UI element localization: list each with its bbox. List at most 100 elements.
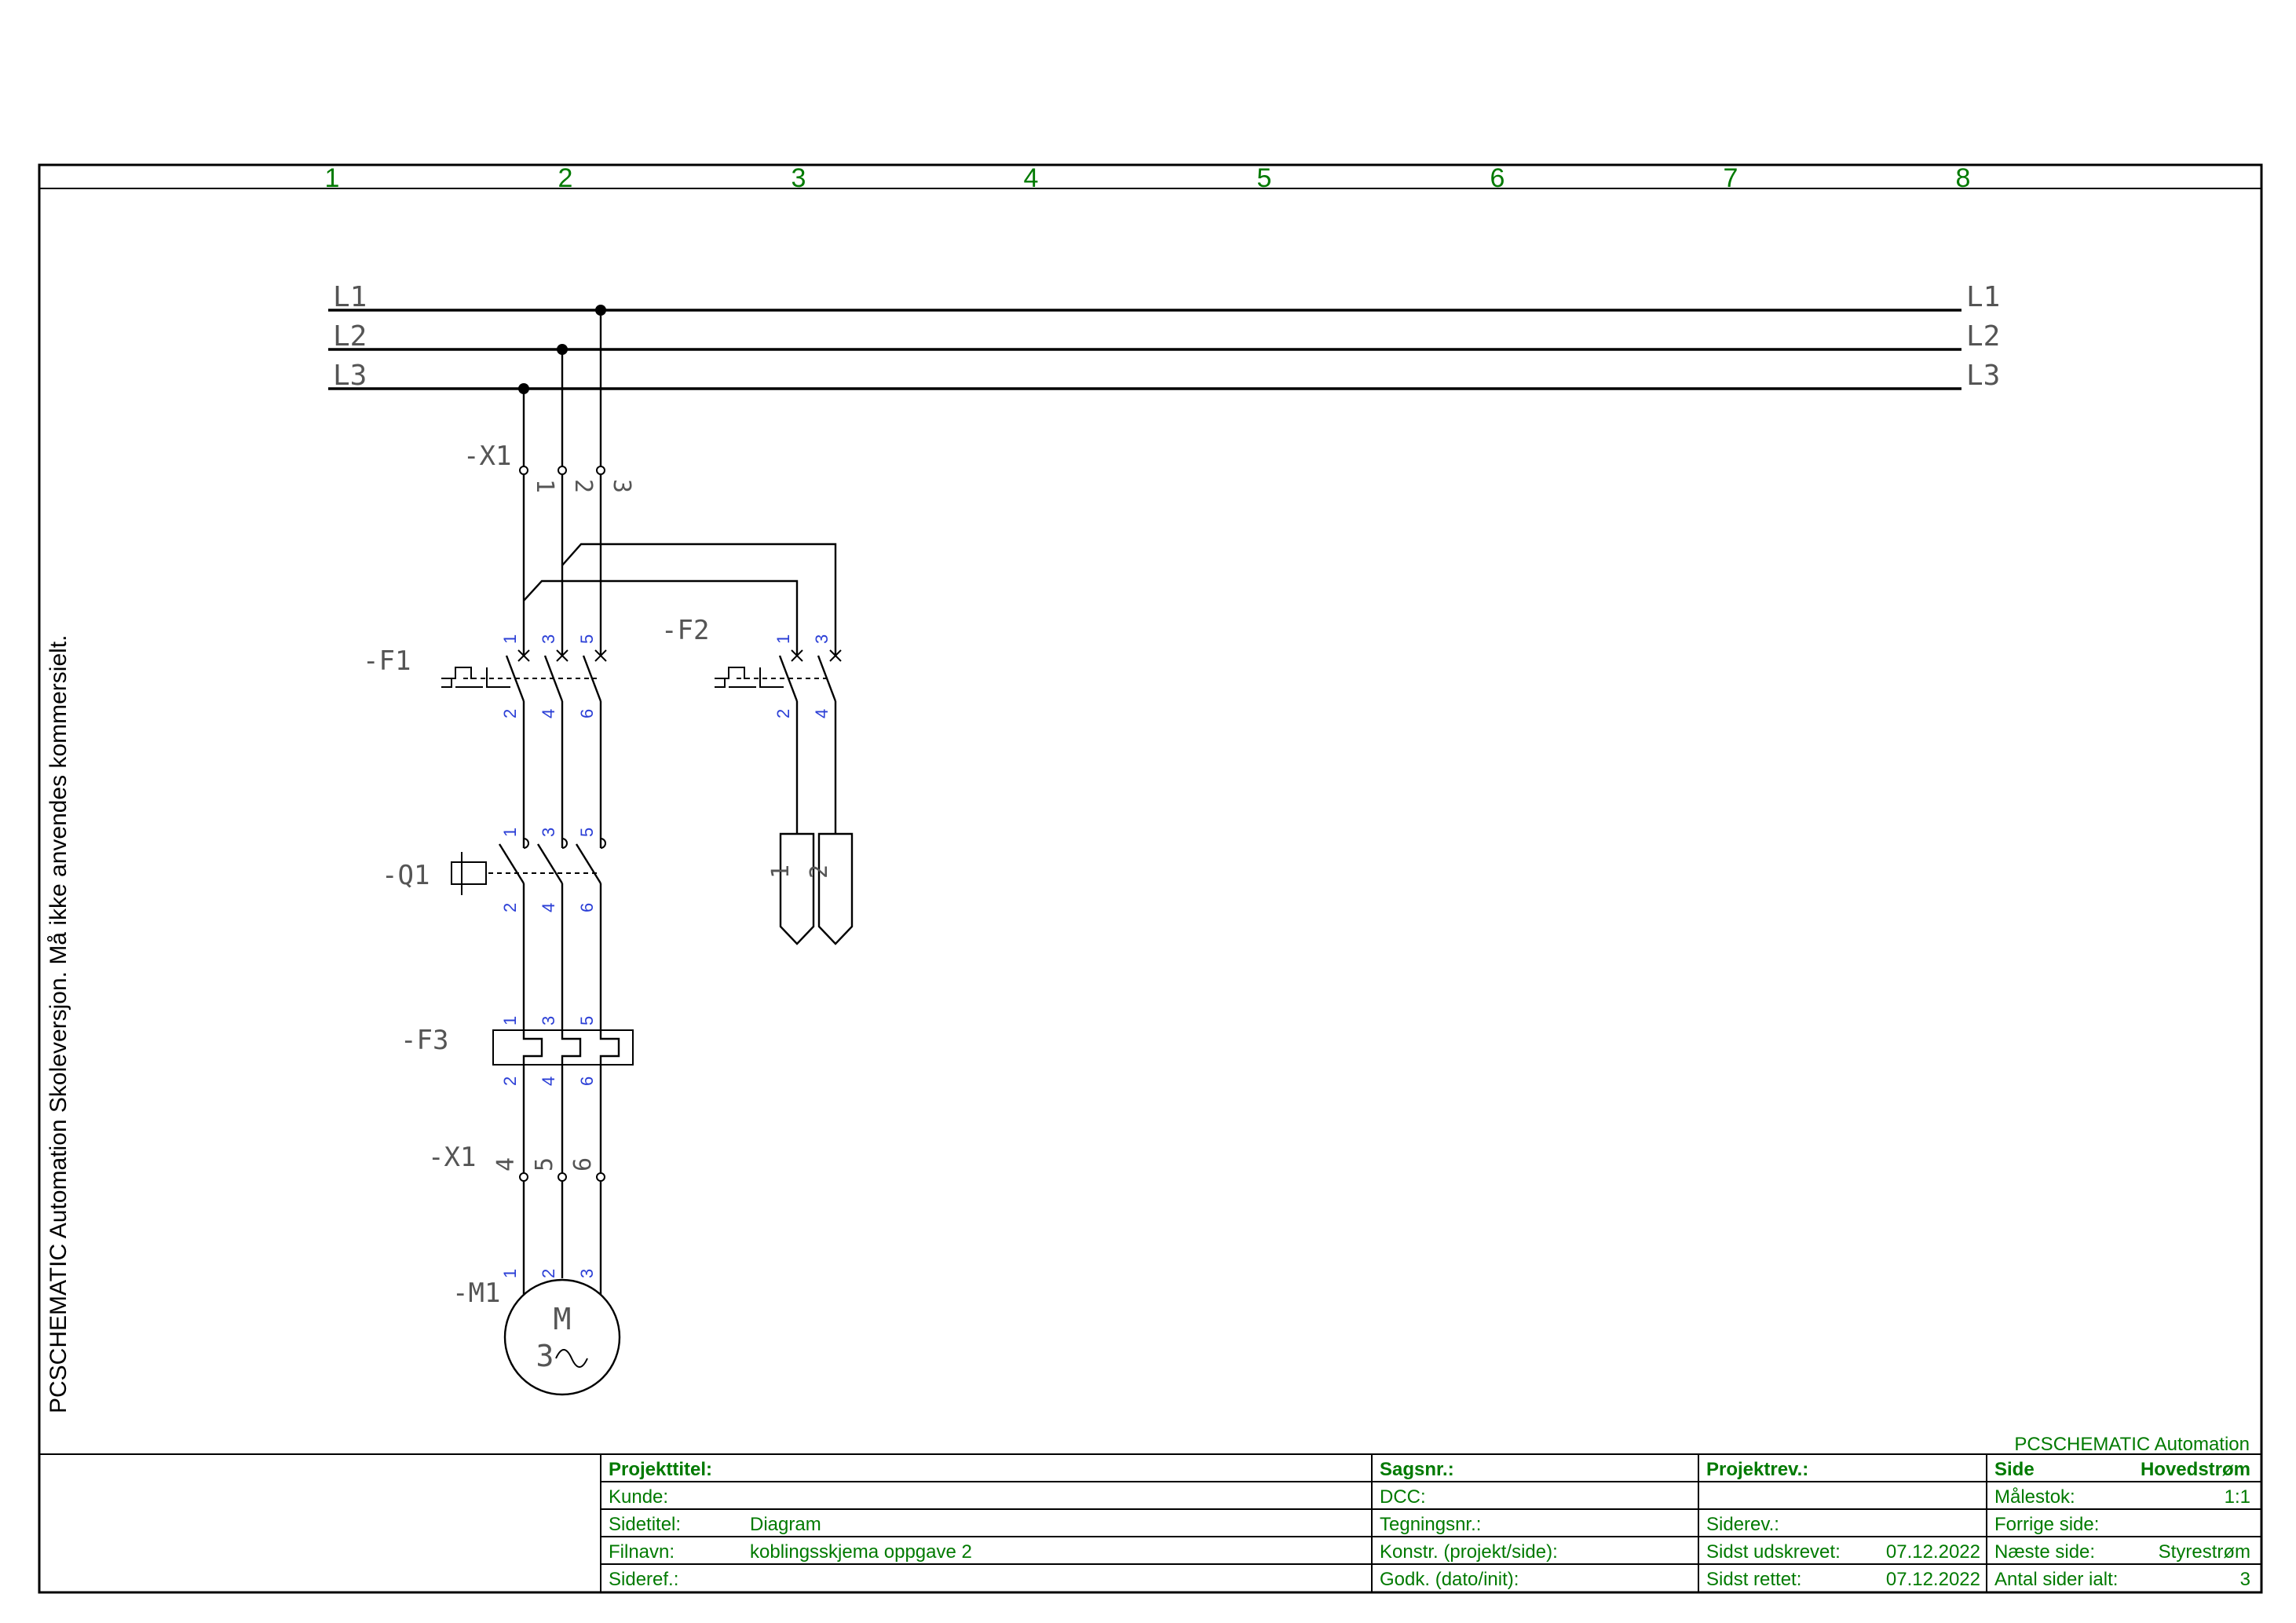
- column-numbers: 1 2 3 4 5 6 7 8: [325, 163, 1971, 193]
- thermal-relay-f3: -F3 1 3 5 2 4 6: [400, 1016, 634, 1086]
- pin-number: 6: [577, 903, 597, 912]
- pin-number: 5: [577, 634, 597, 644]
- pin-number: 3: [539, 828, 558, 837]
- wire-to-f2: [561, 543, 837, 656]
- sidetitel-value: Diagram: [750, 1514, 821, 1535]
- projektrev-label: Projektrev.:: [1706, 1459, 1808, 1480]
- kunde-label: Kunde:: [609, 1486, 668, 1508]
- component-tag: -F1: [363, 645, 411, 677]
- component-tag: -Q1: [382, 860, 430, 891]
- bus-bars: L1 L2 L3 L1 L2 L3: [328, 281, 2000, 392]
- sideref-label: Sideref.:: [609, 1569, 678, 1590]
- coil-symbol: [451, 861, 487, 885]
- x-mark: [791, 649, 803, 662]
- switch-blade: [582, 655, 602, 702]
- column-number: 5: [1257, 163, 1272, 193]
- column-number: 4: [1024, 163, 1039, 193]
- column-number: 2: [558, 163, 573, 193]
- column-number: 8: [1956, 163, 1971, 193]
- drawing-frame: [38, 163, 2263, 1594]
- thermal-element: [561, 1030, 582, 1065]
- pin-number: 4: [812, 709, 832, 718]
- filnavn-value: koblingsskjema oppgave 2: [750, 1541, 972, 1563]
- switch-blade: [575, 843, 602, 884]
- bus-label-left: L2: [333, 320, 367, 353]
- terminal-number: 5: [531, 1157, 558, 1172]
- component-tag: -F2: [661, 615, 709, 646]
- watermark-text: PCSCHEMATIC Automation Skoleversjon. Må …: [46, 635, 71, 1413]
- connector-plug: [817, 832, 854, 945]
- bus-label-left: L1: [333, 281, 367, 313]
- component-tag: -M1: [452, 1278, 500, 1309]
- switch-blade: [536, 843, 564, 884]
- pin-number: 2: [773, 709, 793, 718]
- filnavn-label: Filnavn:: [609, 1541, 675, 1563]
- trip-symbol: [441, 667, 510, 688]
- side-label: Side: [1994, 1459, 2035, 1480]
- terminal-number: 6: [569, 1157, 597, 1172]
- column-number: 1: [325, 163, 340, 193]
- x-mark: [829, 649, 842, 662]
- pin-number: 2: [539, 1269, 558, 1278]
- terminal-circle: [558, 466, 567, 475]
- naeste-side-value: Styrestrøm: [2159, 1541, 2250, 1563]
- naeste-side-label: Næste side:: [1994, 1541, 2095, 1563]
- motor-symbol: [503, 1278, 621, 1396]
- terminal-x1-top: -X1 1 2 3: [463, 440, 635, 493]
- projekttitel-label: Projekttitel:: [609, 1459, 712, 1480]
- column-number: 3: [792, 163, 806, 193]
- pin-number: 1: [500, 1016, 520, 1025]
- contactor-q1: -Q1 1 3 5 2 4 6: [382, 828, 606, 912]
- motor-letter: M: [554, 1302, 572, 1336]
- component-tag: -X1: [463, 440, 511, 472]
- component-tag: -F3: [400, 1025, 448, 1056]
- title-block: PCSCHEMATIC Automation Projekttitel: Kun…: [39, 1434, 2261, 1592]
- pin-number: 3: [539, 634, 558, 644]
- godk-label: Godk. (dato/init):: [1380, 1569, 1519, 1590]
- terminal-circle: [519, 1172, 528, 1182]
- company-name: PCSCHEMATIC Automation: [2014, 1434, 2250, 1455]
- pin-number: 1: [500, 634, 520, 644]
- pin-number: 2: [500, 1077, 520, 1086]
- forrige-side-label: Forrige side:: [1994, 1514, 2099, 1535]
- circuit-breaker-f1: -F1 1 3 5 2 4 6: [363, 634, 607, 718]
- terminal-number: 4: [492, 1157, 520, 1172]
- pin-number: 6: [577, 1077, 597, 1086]
- output-connectors: 1 2: [767, 832, 854, 945]
- sidst-rettet-label: Sidst rettet:: [1706, 1569, 1801, 1590]
- motor-phase: 3: [536, 1339, 554, 1373]
- trip-symbol: [715, 667, 784, 688]
- pin-number: 1: [773, 634, 793, 644]
- pin-number: 5: [577, 828, 597, 837]
- pin-number: 6: [577, 709, 597, 718]
- antal-sider-value: 3: [2240, 1569, 2250, 1590]
- wire-to-f2: [523, 579, 799, 656]
- pin-number: 3: [812, 634, 832, 644]
- pin-number: 5: [577, 1016, 597, 1025]
- siderev-label: Siderev.:: [1706, 1514, 1779, 1535]
- x-mark: [556, 649, 569, 662]
- terminal-x1-bottom: -X1 4 5 6: [428, 1142, 605, 1182]
- terminal-circle: [596, 1172, 605, 1182]
- thermal-element: [522, 1030, 543, 1065]
- side-value: Hovedstrøm: [2141, 1459, 2250, 1480]
- terminal-number: 1: [531, 479, 558, 493]
- pin-number: 1: [500, 828, 520, 837]
- bus-label-right: L1: [1966, 281, 2000, 313]
- konstr-label: Konstr. (projekt/side):: [1380, 1541, 1558, 1563]
- column-number: 7: [1724, 163, 1738, 193]
- malestok-value: 1:1: [2225, 1486, 2250, 1508]
- bus-label-left: L3: [333, 360, 367, 392]
- pin-number: 4: [539, 1077, 558, 1086]
- x-mark: [517, 649, 530, 662]
- tegningsnr-label: Tegningsnr.:: [1380, 1514, 1481, 1535]
- sagsnr-label: Sagsnr.:: [1380, 1459, 1454, 1480]
- sidetitel-label: Sidetitel:: [609, 1514, 681, 1535]
- terminal-circle: [596, 466, 605, 475]
- bus-label-right: L2: [1966, 320, 2000, 353]
- antal-sider-label: Antal sider ialt:: [1994, 1569, 2118, 1590]
- pin-number: 1: [500, 1269, 520, 1278]
- terminal-number: 3: [608, 479, 635, 493]
- connector-number: 2: [806, 865, 833, 879]
